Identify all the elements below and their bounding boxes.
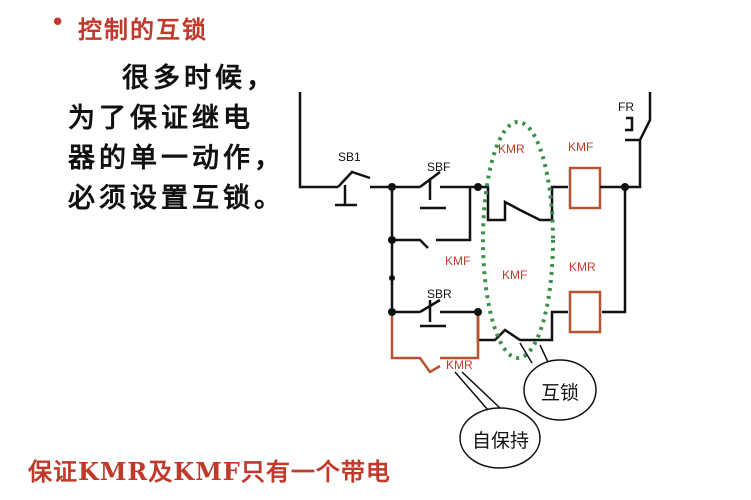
kmr-self-hold-contact: [390, 312, 480, 374]
kmf-self-hold-contact: [392, 187, 472, 249]
kmf-coil-label: KMF: [568, 140, 594, 154]
self-hold-callout: 自保持: [472, 430, 530, 452]
description-line-3: 器的单一动作，: [68, 143, 285, 174]
kmr-contact-top-label: KMR: [498, 142, 525, 156]
description-line-2: 为了保证继电: [68, 103, 254, 134]
page-title: 控制的互锁: [78, 15, 208, 44]
kmf-interlock-contact: [476, 310, 568, 342]
description-line-4: 必须设置互锁。: [68, 183, 285, 214]
footer-note: 保证KMR及KMF只有一个带电: [28, 457, 391, 486]
kmr-coil-label: KMR: [569, 260, 596, 274]
bullet-icon: •: [50, 8, 66, 38]
sb1-actuator: [335, 185, 357, 207]
kmr-self-hold-label: KMR: [446, 358, 473, 372]
kmr-interlock-contact: [478, 185, 568, 222]
kmf-coil: [568, 166, 602, 210]
sb1-switch: [337, 170, 371, 188]
kmf-self-hold-label: KMF: [445, 254, 471, 268]
left-rail-wire: [298, 92, 338, 189]
sbf-label: SBF: [427, 160, 451, 174]
sbf-switch: [392, 171, 478, 189]
sb1-label: SB1: [338, 150, 361, 164]
kmr-coil: [568, 290, 602, 334]
description-line-1: 很多时候，: [122, 63, 277, 94]
kmf-contact-mid-label: KMF: [502, 268, 528, 282]
interlock-bubble: [523, 359, 597, 421]
interlock-callout: 互锁: [541, 382, 580, 404]
interlock-ellipse: [481, 120, 555, 360]
sbr-label: SBR: [427, 287, 452, 301]
sbr-switch: [419, 298, 478, 314]
fr-label: FR: [618, 100, 634, 114]
